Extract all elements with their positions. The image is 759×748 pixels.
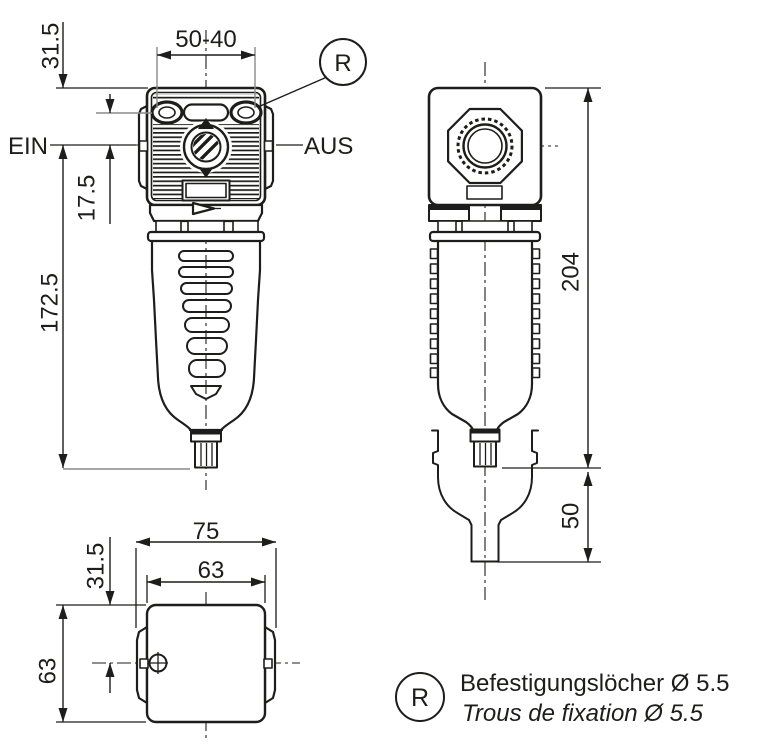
inlet-label: EIN [8,133,48,160]
bowl-ribs-left [429,248,439,379]
balloon-r-text: R [334,50,351,77]
dim-body-width: 63 [146,557,266,603]
port-thread [462,123,508,169]
dim-overall-width-text: 75 [193,518,220,545]
legend-text-french: Trous de fixation Ø 5.5 [462,700,704,727]
legend-text-german: Befestigungslöcher Ø 5.5 [460,670,730,697]
filter-bowl-side [429,239,541,432]
top-port-stub-left [139,658,149,669]
dim-hole-spacing: 50-40 [156,26,256,108]
knob-icon [180,118,232,178]
dim-port-to-bottom: 172.5 [37,145,190,470]
label-plate [181,179,231,202]
dim-top-to-port: 31.5 [38,22,148,89]
flow-direction-arrow-icon [191,201,216,216]
outlet-label: AUS [304,133,353,160]
dim-top-to-port-text: 31.5 [38,23,65,70]
outlet-stub [263,140,274,152]
inlet-stub [138,140,149,152]
screw-symbol [148,652,168,674]
dim-overall-width: 75 [135,518,277,628]
side-label-plate [466,185,503,200]
bowl-clamp-side [428,204,542,243]
dim-body-depth: 63 [35,604,146,723]
side-view [427,62,558,600]
mounting-hole-right [229,100,263,125]
front-view [134,30,278,490]
dim-edge-to-center: 31.5 [83,537,115,693]
side-dimensions: 204 50 [497,87,601,563]
filter-head-side [427,86,543,207]
dim-removal-clearance-text: 50 [558,503,585,530]
dim-body-width-text: 63 [198,557,225,584]
balloon-r-legend [395,672,445,722]
port-bore [467,128,503,164]
balloon-r-front: R [257,38,367,108]
filter-head-front [138,86,274,207]
dim-port-to-bottom-text: 172.5 [37,273,64,333]
balloon-r-legend-text: R [411,684,429,712]
dim-hole-to-port-text: 17.5 [74,175,101,222]
drain-valve-front [190,429,222,469]
bowl-clamp-front [146,201,266,243]
drain-valve-side [469,428,501,468]
top-view [92,592,300,742]
dim-hole-spacing-text: 50-40 [175,26,236,53]
dim-removal-clearance: 50 [497,472,601,563]
bowl-removed-position [431,429,539,563]
port-boss-side [447,107,524,185]
dim-edge-to-center-text: 31.5 [83,543,110,590]
top-dimensions: 75 63 31.5 63 [35,518,277,723]
front-dimensions: 50-40 R 31.5 17.5 EIN AUS [8,22,367,470]
knurled-ring [456,117,514,175]
top-port-stub-right [263,658,273,669]
legend: R Befestigungslöcher Ø 5.5 Trous de fixa… [395,670,730,727]
sight-slots [178,250,234,400]
dim-overall-height-text: 204 [558,252,585,292]
dim-overall-height: 204 [502,87,601,469]
dim-body-depth-text: 63 [35,658,62,685]
dim-hole-to-port: 17.5 [74,94,152,224]
bowl-ribs-right [531,248,541,379]
